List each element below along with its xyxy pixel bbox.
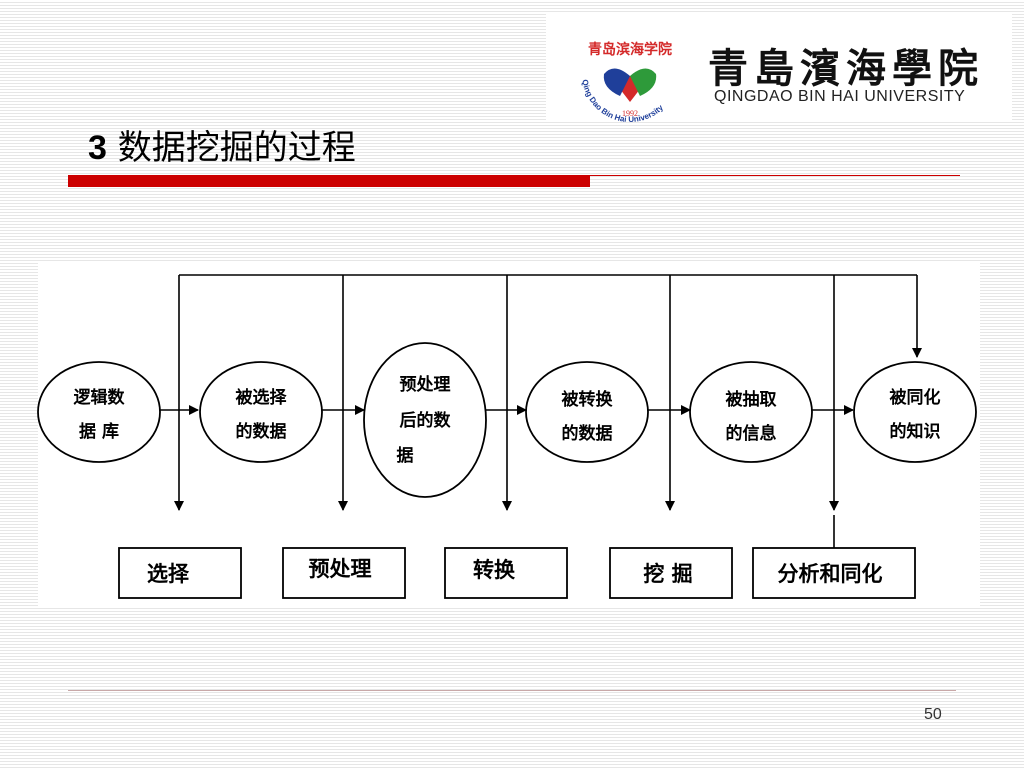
slide-title: 3 数据挖掘的过程 [88,120,356,169]
node-3-line-2: 后的数 [400,410,452,431]
step-box-select [118,547,242,599]
node-1-line-2: 据 库 [79,421,119,442]
university-logo: 青岛滨海学院 1992 Qing Dao Bin Hai University … [546,14,1012,124]
step-label-preprocess: 预处理 [309,557,372,581]
node-1-line-1: 逻辑数 [74,387,126,408]
seal-blue-segment [603,68,630,96]
title-number: 3 [88,129,107,167]
title-underline-bar [68,175,590,187]
node-4-line-2: 的数据 [562,423,613,444]
step-box-mine [609,547,733,599]
step-label-mine: 挖 掘 [643,562,692,586]
node-2-line-1: 被选择 [236,387,288,408]
node-assimilated-knowledge [853,361,977,463]
node-5-line-1: 被抽取 [726,389,777,410]
step-box-preprocess [282,547,406,599]
node-extracted-info [689,361,813,463]
node-6-line-1: 被同化 [890,387,941,408]
title-text: 数据挖掘的过程 [117,128,356,168]
seal-text: 青岛滨海学院 [588,41,672,58]
footer-line [68,690,956,691]
node-selected-data [199,361,323,463]
step-box-transform [444,547,568,599]
step-label-select: 选择 [147,562,190,586]
step-label-analyze-assimilate: 分析和同化 [778,562,883,586]
node-logical-database [37,361,161,463]
node-preprocessed-data [363,342,487,498]
page-number: 50 [924,706,942,723]
seal-green-segment [630,68,657,96]
logo-name-cn: 青島濱海學院 [708,45,984,92]
step-label-transform: 转换 [473,558,516,582]
title-underline-line [590,175,960,176]
university-seal-icon: 青岛滨海学院 1992 Qing Dao Bin Hai University [580,41,672,124]
node-transformed-data [525,361,649,463]
node-6-line-2: 的知识 [890,421,941,442]
seal-year: 1992 [622,109,638,118]
logo-name-en: QINGDAO BIN HAI UNIVERSITY [714,88,966,105]
node-5-line-2: 的信息 [726,423,777,444]
step-box-analyze-assimilate [752,547,916,599]
node-3-line-1: 预处理 [400,374,451,395]
node-2-line-2: 的数据 [236,421,287,442]
node-3-line-3: 据 [397,445,414,466]
node-4-line-1: 被转换 [562,389,614,410]
